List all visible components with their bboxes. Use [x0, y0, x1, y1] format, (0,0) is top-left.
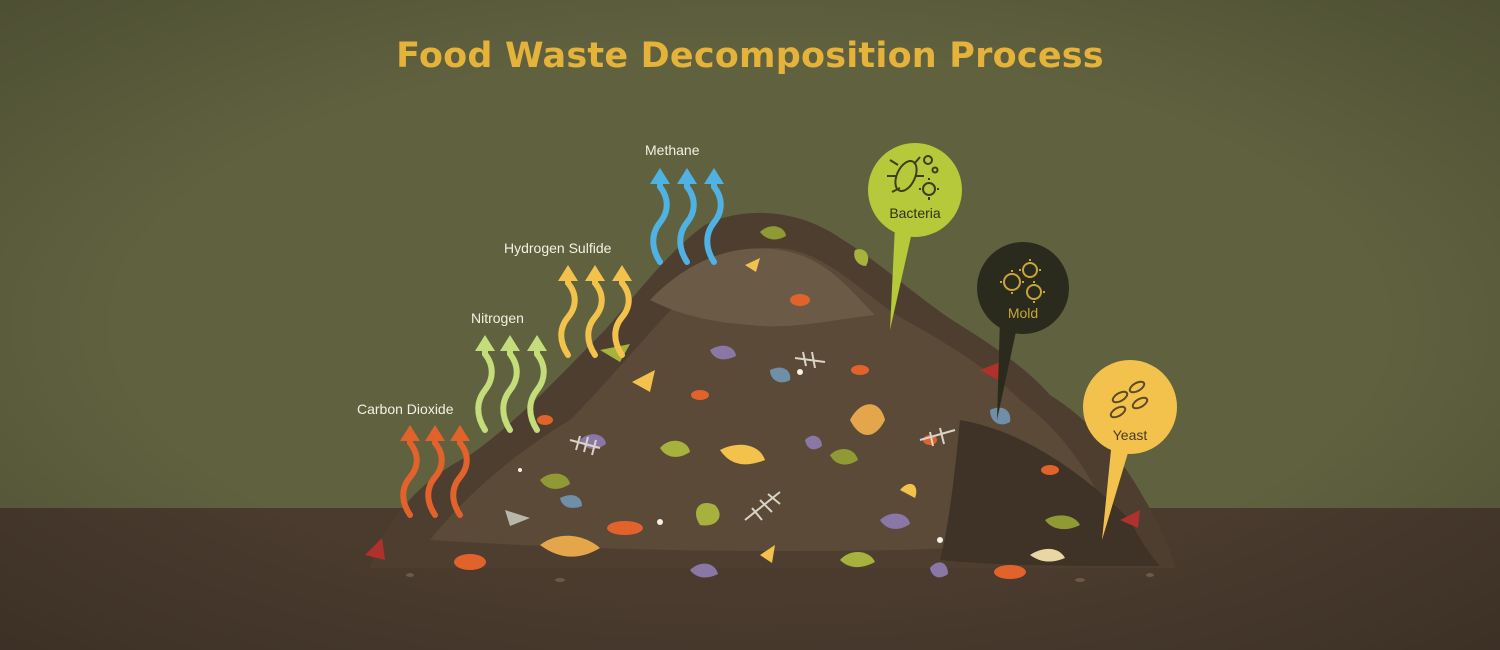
mold-bubble [977, 242, 1069, 420]
gas-arrowhead-hydrogen-sulfide [612, 265, 632, 281]
gas-arrowhead-methane [677, 168, 697, 184]
gas-arrowhead-nitrogen [500, 335, 520, 351]
pile-highlight [650, 248, 875, 327]
gas-arrowhead-carbon-dioxide [400, 425, 420, 441]
gas-arrow-nitrogen [527, 346, 547, 433]
gas-arrowhead-hydrogen-sulfide [558, 265, 578, 281]
gas-arrow-methane [677, 179, 697, 265]
gas-arrows [400, 168, 724, 518]
gas-arrowhead-methane [650, 168, 670, 184]
gas-arrowhead-carbon-dioxide [450, 425, 470, 441]
gas-label-nitrogen: Nitrogen [471, 310, 524, 326]
pile-mid-layer [430, 247, 1110, 551]
bacteria-icon [887, 155, 939, 200]
gas-label-methane: Methane [645, 142, 700, 158]
gas-arrow-hydrogen-sulfide [585, 276, 605, 358]
gas-arrow-carbon-dioxide [400, 436, 420, 518]
organism-label-bacteria: Bacteria [889, 205, 941, 221]
organism-label-mold: Mold [1007, 305, 1039, 321]
mold-icon [1000, 259, 1045, 303]
gas-arrow-hydrogen-sulfide [612, 276, 632, 358]
gas-arrowhead-nitrogen [527, 335, 547, 351]
bacteria-bubble [868, 143, 962, 330]
gas-label-hydrogen-sulfide: Hydrogen Sulfide [504, 240, 612, 256]
gas-label-carbon-dioxide: Carbon Dioxide [357, 401, 454, 417]
yeast-icon [1109, 380, 1149, 419]
gas-arrow-hydrogen-sulfide [558, 276, 578, 358]
gas-arrowhead-nitrogen [475, 335, 495, 351]
gas-arrowhead-carbon-dioxide [425, 425, 445, 441]
organism-label-yeast: Yeast [1112, 427, 1148, 443]
waste-pieces [365, 226, 1154, 582]
gas-arrow-nitrogen [475, 346, 495, 433]
gas-arrow-carbon-dioxide [425, 436, 445, 518]
gas-arrow-nitrogen [500, 346, 520, 433]
gas-arrow-methane [704, 179, 724, 265]
gas-arrow-carbon-dioxide [450, 436, 470, 518]
gas-arrowhead-hydrogen-sulfide [585, 265, 605, 281]
yeast-bubble [1083, 360, 1177, 540]
gas-arrow-methane [650, 179, 670, 265]
gas-arrowhead-methane [704, 168, 724, 184]
diagram-title: Food Waste Decomposition Process [396, 36, 1104, 76]
